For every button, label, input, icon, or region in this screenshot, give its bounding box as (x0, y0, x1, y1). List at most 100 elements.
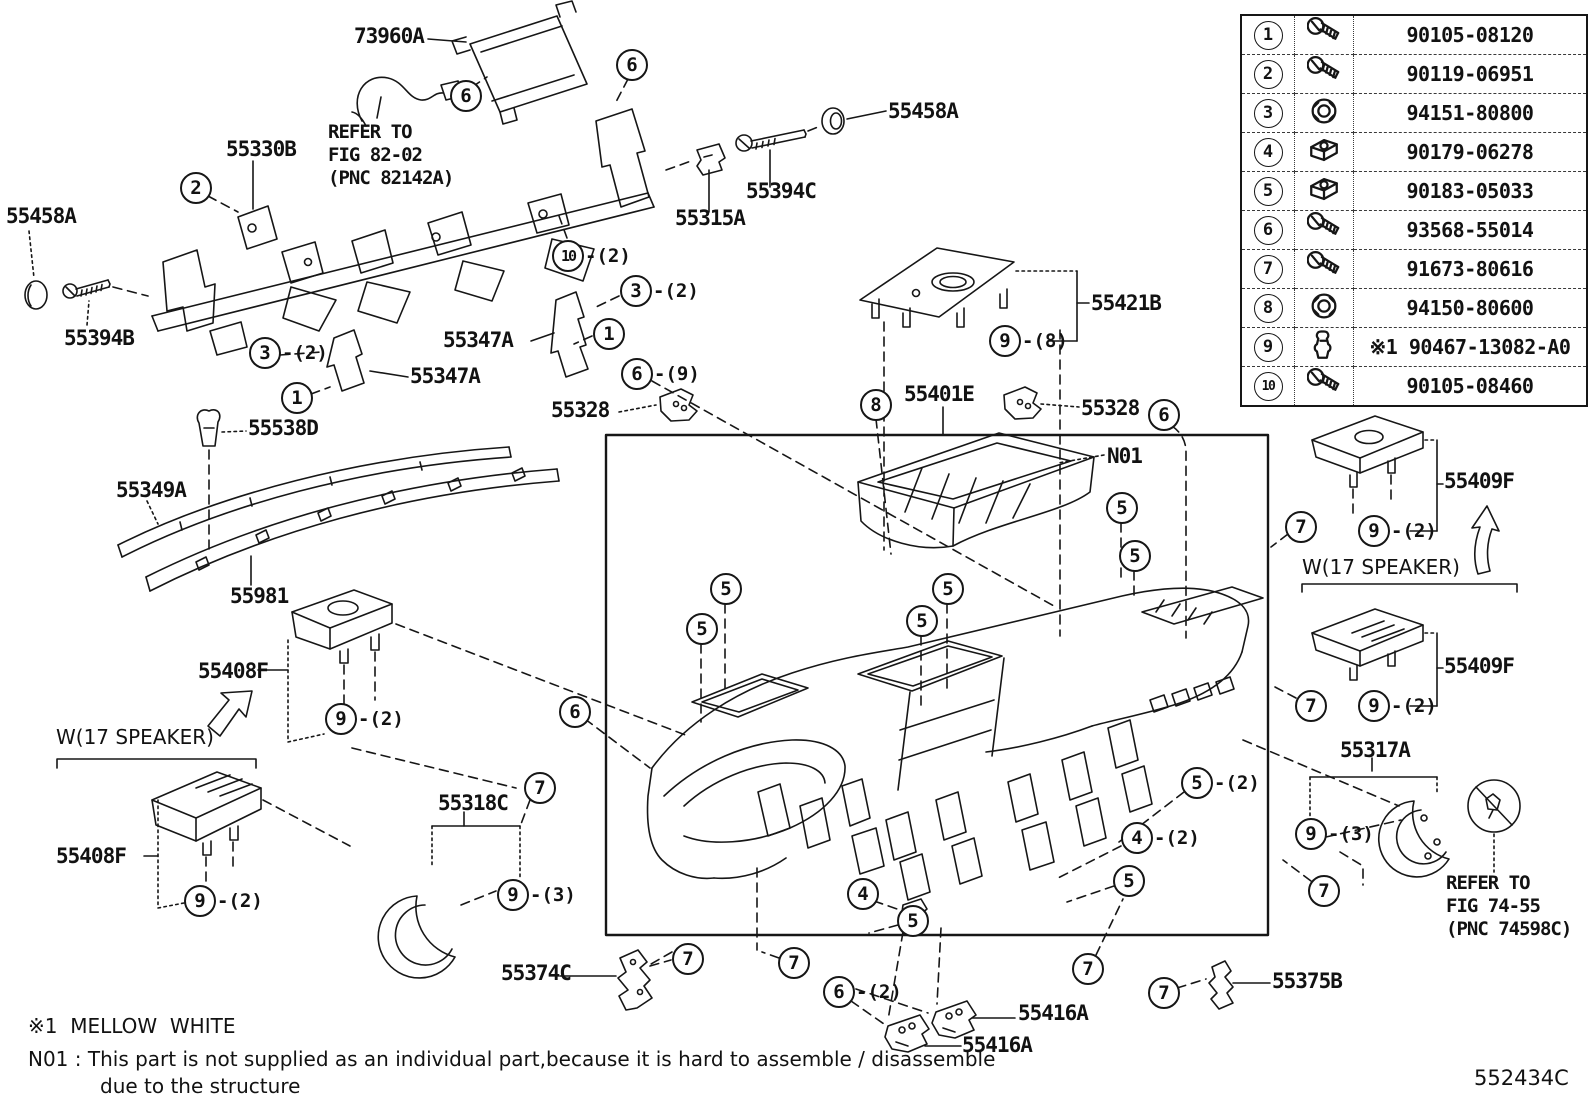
mounting-bracket-55374C-drawing (559, 949, 672, 1011)
part-label-55458A: 55458A (6, 204, 77, 228)
fastener-row-2: 2 90119-06951 (1241, 54, 1587, 94)
fastener-row-8: 8 94150-80600 (1241, 288, 1587, 328)
part-label-55981: 55981 (230, 584, 289, 608)
callout-9-(3): 9 -(3) (1295, 818, 1374, 850)
fastener-icon-cell (1294, 288, 1354, 328)
fastener-part-number: 90105-08120 (1353, 15, 1587, 55)
callout-quantity: -(9) (654, 363, 700, 385)
screw-icon (1307, 250, 1341, 284)
callout-9-(2): 9 -(2) (1358, 690, 1437, 722)
part-label-55349A: 55349A (116, 478, 187, 502)
callout-5: 5 (897, 905, 929, 937)
callout-5: 5 (1113, 865, 1145, 897)
fastener-part-number: 93568-55014 (1353, 210, 1587, 250)
callout-7: 7 (1308, 875, 1340, 907)
config-label: W(17 SPEAKER) (56, 725, 214, 749)
part-label-55317A: 55317A (1340, 738, 1411, 762)
callout-number: 1 (281, 382, 313, 414)
callout-9-(2): 9 -(2) (184, 885, 263, 917)
fastener-row-10: 10 90105-08460 (1241, 366, 1587, 406)
part-label-55394C: 55394C (746, 179, 817, 203)
callout-5: 5 (1119, 540, 1151, 572)
callout-number: 5 (686, 613, 718, 645)
figure-code: 552434C (1474, 1066, 1569, 1090)
callout-5: 5 (710, 573, 742, 605)
part-label-55421B: 55421B (1091, 291, 1162, 315)
callout-10-(2): 10 -(2) (552, 240, 631, 272)
side-bracket-drawings (279, 215, 620, 395)
callout-number: 3 (620, 275, 652, 307)
fastener-part-number: 90105-08460 (1353, 366, 1587, 406)
callout-number: 8 (860, 389, 892, 421)
callout-quantity: -(3) (1328, 823, 1374, 845)
cluster-finish-panel-speaker-drawing (56, 758, 351, 909)
fastener-row-4: 4 90179-06278 (1241, 132, 1587, 172)
callout-6: 6 (450, 80, 482, 112)
callout-number: 9 (325, 703, 357, 735)
fastener-icon-cell (1294, 132, 1354, 172)
fastener-number: 2 (1253, 59, 1283, 89)
callout-4: 4 (847, 878, 879, 910)
fastener-number: 8 (1253, 293, 1283, 323)
callout-quantity: -(2) (585, 245, 631, 267)
callout-3-(2): 3 -(2) (620, 275, 699, 307)
fastener-icon-cell (1294, 210, 1354, 250)
callout-number: 9 (184, 885, 216, 917)
part-label-55330B: 55330B (226, 137, 297, 161)
main-detail-box (604, 433, 1270, 937)
callout-number: 5 (1119, 540, 1151, 572)
callout-quantity: -(2) (1154, 827, 1200, 849)
callout-7: 7 (1072, 953, 1104, 985)
callout-quantity: -(2) (856, 981, 902, 1003)
screw-grommet-top-drawing (665, 107, 887, 213)
reference-note-1: REFER TO FIG 82-02 (PNC 82142A) (328, 121, 454, 189)
part-label-55409F: 55409F (1444, 654, 1515, 678)
screw-icon (1307, 55, 1341, 89)
callout-8: 8 (860, 389, 892, 421)
callout-number: 9 (989, 325, 1021, 357)
callout-number: 7 (1285, 511, 1317, 543)
callout-number: 7 (1072, 953, 1104, 985)
callout-number: 9 (497, 879, 529, 911)
callout-number: 7 (1295, 690, 1327, 722)
clip-55416A-drawings (850, 988, 1016, 1053)
callout-6: 6 (559, 696, 591, 728)
footnote-2: N01 : This part is not supplied as an in… (28, 1047, 996, 1071)
fastener-number: 7 (1253, 254, 1283, 284)
part-label-55374C: 55374C (501, 961, 572, 985)
callout-number: 7 (672, 943, 704, 975)
footnote-1: ※1 MELLOW WHITE (28, 1014, 236, 1038)
fastener-icon-cell (1294, 54, 1354, 94)
nut-icon (1307, 289, 1341, 323)
part-label-55458A: 55458A (888, 99, 959, 123)
instrument-panel-drawing (646, 586, 1264, 901)
callout-9-(2): 9 -(2) (1358, 515, 1437, 547)
part-label-55538D: 55538D (248, 416, 319, 440)
fastener-part-number: 94151-80800 (1353, 93, 1587, 133)
callout-number: 4 (1121, 822, 1153, 854)
fastener-number: 9 (1253, 332, 1283, 362)
callout-quantity: -(8) (1022, 330, 1068, 352)
fastener-icon-cell (1294, 327, 1354, 367)
fastener-part-number: ※1 90467-13082-A0 (1353, 327, 1587, 367)
part-label-55394B: 55394B (64, 326, 135, 350)
callout-number: 4 (847, 878, 879, 910)
fastener-part-number: 90183-05033 (1353, 171, 1587, 211)
clip-icon (1307, 328, 1341, 362)
fastener-icon-cell (1294, 93, 1354, 133)
part-label-55416A: 55416A (962, 1033, 1033, 1057)
not-reusable-icon (1467, 779, 1521, 833)
callout-number: 5 (1106, 492, 1138, 524)
arrow-up-right-icon (207, 690, 253, 737)
fastener-number: 5 (1253, 176, 1283, 206)
fastener-table: 1 90105-08120 2 90119-06951 3 94151-8080… (1240, 14, 1588, 407)
part-label-55401E: 55401E (904, 382, 975, 406)
reference-note-2: REFER TO FIG 74-55 (PNC 74598C) (1446, 872, 1572, 940)
callout-quantity: -(2) (653, 280, 699, 302)
callout-1: 1 (593, 318, 625, 350)
part-label-N01: N01 (1107, 444, 1143, 468)
fastener-row-5: 5 90183-05033 (1241, 171, 1587, 211)
callout-6: 6 (1148, 399, 1180, 431)
screw-icon (1307, 211, 1341, 245)
